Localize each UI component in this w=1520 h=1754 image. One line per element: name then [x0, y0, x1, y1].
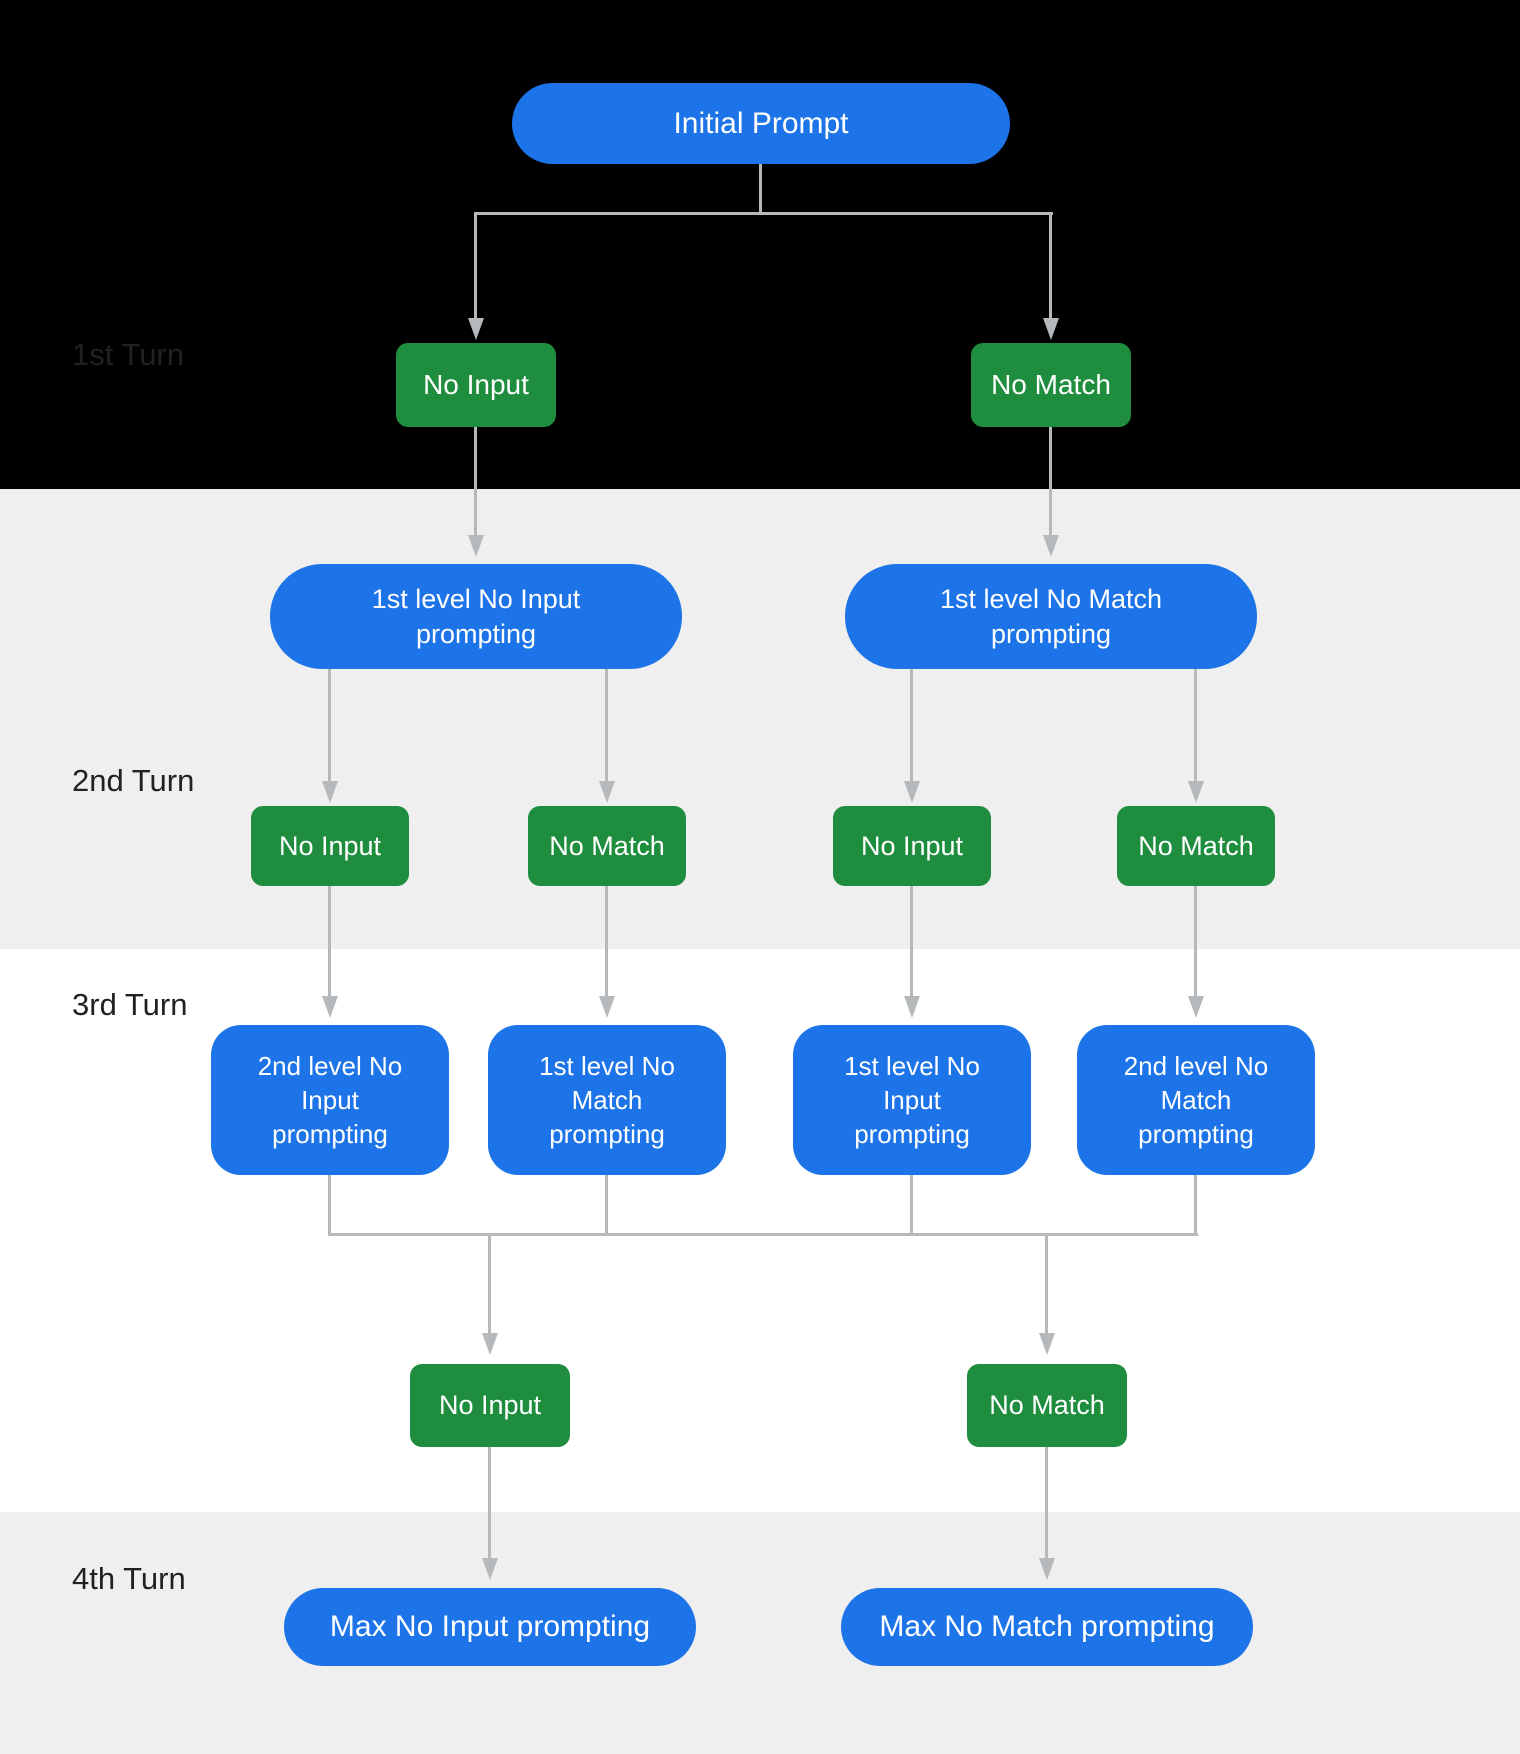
arrowhead-bus-to-t3-no-input [482, 1333, 498, 1355]
turn1-band-background [0, 0, 1520, 489]
arrowhead-t2b-to-l2-no-match [1188, 996, 1204, 1018]
arrowhead-l1a-to-t2-no-match [599, 781, 615, 803]
turn2-band-background [0, 489, 1520, 949]
arrowhead-to-t1-no-input [468, 318, 484, 340]
connector-to-t1-no-input [474, 212, 477, 318]
turn1-no-match-node: No Match [971, 343, 1131, 427]
level2-no-input-prompting-node: 2nd level No Input prompting [211, 1025, 449, 1175]
max-no-match-label: Max No Match prompting [879, 1610, 1215, 1643]
arrowhead-t3-no-input-to-max [482, 1558, 498, 1580]
turn-label-3rd: 3rd Turn [72, 987, 188, 1022]
turn1-no-input-node: No Input [396, 343, 556, 427]
initial-prompt-node: Initial Prompt [512, 83, 1010, 164]
max-no-input-prompting-node: Max No Input prompting [284, 1588, 696, 1666]
turn-label-1st: 1st Turn [72, 337, 184, 372]
arrowhead-bus-to-t3-no-match [1039, 1333, 1055, 1355]
level1b-no-match-line3: prompting [549, 1119, 665, 1149]
connector-bus-to-t3-no-input [488, 1233, 491, 1333]
level1-no-input-line2: prompting [415, 618, 537, 649]
arrowhead-t2a-to-l1-no-match [599, 996, 615, 1018]
turn2-no-input-node-left: No Input [251, 806, 409, 886]
arrowhead-t2a-to-l2-no-input [322, 996, 338, 1018]
turn2-no-input-node-right: No Input [833, 806, 991, 886]
level2-no-match-prompting-node: 2nd level No Match prompting [1077, 1025, 1315, 1175]
turn2-no-match-left-label: No Match [549, 830, 665, 861]
arrowhead-t3-no-match-to-max [1039, 1558, 1055, 1580]
connector-t1-no-input-to-l1 [474, 427, 477, 535]
level1-no-match-prompting-node: 1st level No Match prompting [845, 564, 1257, 669]
turn2-no-match-node-left: No Match [528, 806, 686, 886]
level2-no-match-line2: Match [1160, 1085, 1232, 1115]
level2-no-input-line1: 2nd level No [257, 1051, 403, 1081]
connector-l1a-to-t2-no-input [328, 669, 331, 781]
max-no-match-prompting-node: Max No Match prompting [841, 1588, 1253, 1666]
connector-t3-no-input-to-max [488, 1447, 491, 1558]
level2-no-input-line2: Input [301, 1085, 359, 1115]
connector-l1b-to-t2-no-match [1194, 669, 1197, 781]
level1b-no-input-line1: 1st level No [844, 1051, 980, 1081]
connector-l2-1-stem [328, 1175, 331, 1236]
arrowhead-l1a-to-t2-no-input [322, 781, 338, 803]
level1-no-match-line1: 1st level No Match [939, 583, 1163, 614]
level2-no-input-line3: prompting [272, 1119, 388, 1149]
connector-convergence-bus [328, 1233, 1198, 1236]
turn3-no-input-label: No Input [438, 1390, 542, 1420]
level1b-no-match-prompting-node: 1st level No Match prompting [488, 1025, 726, 1175]
connector-l2-3-stem [910, 1175, 913, 1236]
connector-t2b-to-l2-no-match [1194, 886, 1197, 996]
connector-t2a-to-l1-no-match [605, 886, 608, 996]
turn4-band-background [0, 1512, 1520, 1754]
turn-label-4th: 4th Turn [72, 1561, 186, 1596]
turn3-no-match-label: No Match [989, 1390, 1105, 1420]
turn1-no-input-label: No Input [423, 369, 529, 400]
level2-no-match-line1: 2nd level No [1123, 1051, 1269, 1081]
level1b-no-input-prompting-node: 1st level No Input prompting [793, 1025, 1031, 1175]
initial-prompt-label: Initial Prompt [673, 106, 849, 140]
arrowhead-l1b-to-t2-no-match [1188, 781, 1204, 803]
level2-no-match-line3: prompting [1138, 1119, 1254, 1149]
connector-t1-no-match-to-l1 [1049, 427, 1052, 535]
connector-t2a-to-l2-no-input [328, 886, 331, 996]
arrowhead-t1-no-match-to-l1 [1043, 535, 1059, 557]
turn2-no-input-left-label: No Input [278, 830, 382, 861]
connector-t2b-to-l1-no-input [910, 886, 913, 996]
level1-no-input-line1: 1st level No Input [371, 583, 581, 614]
connector-bus-to-t3-no-match [1045, 1233, 1048, 1333]
connector-l1b-to-t2-no-input [910, 669, 913, 781]
arrowhead-to-t1-no-match [1043, 318, 1059, 340]
connector-l2-4-stem [1194, 1175, 1197, 1236]
arrowhead-t1-no-input-to-l1 [468, 535, 484, 557]
level1b-no-match-line2: Match [571, 1085, 643, 1115]
arrowhead-l1b-to-t2-no-input [904, 781, 920, 803]
level1-no-match-line2: prompting [990, 618, 1112, 649]
turn3-no-match-node: No Match [967, 1364, 1127, 1447]
connector-to-t1-no-match [1049, 212, 1052, 318]
turn-label-2nd: 2nd Turn [72, 763, 195, 798]
level1b-no-input-line2: Input [883, 1085, 941, 1115]
connector-t3-no-match-to-max [1045, 1447, 1048, 1558]
turn1-no-match-label: No Match [991, 369, 1111, 400]
turn2-no-input-right-label: No Input [860, 830, 964, 861]
connector-root-split-bus [474, 212, 1053, 215]
connector-l2-2-stem [605, 1175, 608, 1236]
level1b-no-input-line3: prompting [854, 1119, 970, 1149]
turn2-no-match-node-right: No Match [1117, 806, 1275, 886]
level1-no-input-prompting-node: 1st level No Input prompting [270, 564, 682, 669]
turn2-no-match-right-label: No Match [1138, 830, 1254, 861]
connector-root-stem [759, 164, 762, 214]
arrowhead-t2b-to-l1-no-input [904, 996, 920, 1018]
turn3-no-input-node: No Input [410, 1364, 570, 1447]
level1b-no-match-line1: 1st level No [539, 1051, 675, 1081]
connector-l1a-to-t2-no-match [605, 669, 608, 781]
max-no-input-label: Max No Input prompting [329, 1610, 651, 1643]
